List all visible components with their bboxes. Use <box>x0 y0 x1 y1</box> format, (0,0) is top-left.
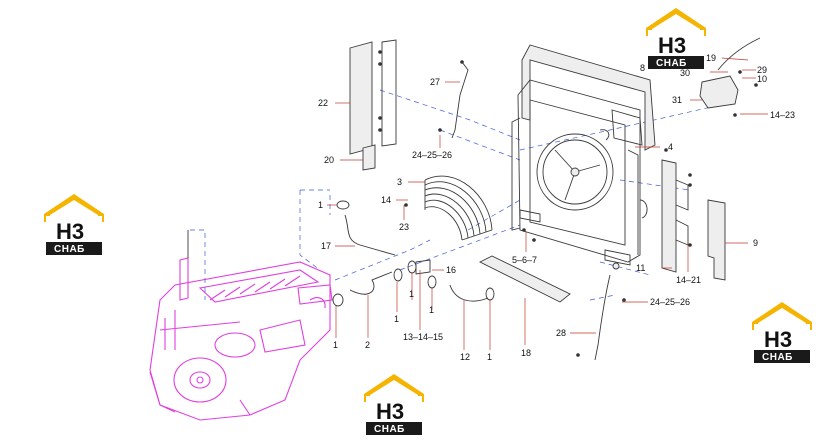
hose-2-shadow <box>349 271 393 295</box>
callout-23: 23 <box>399 222 409 232</box>
seal-strip-18 <box>478 255 571 303</box>
callout-3: 3 <box>397 177 402 187</box>
hose-clamps <box>332 200 495 307</box>
callout-8: 8 <box>640 63 645 73</box>
svg-text:CHAБ: CHAБ <box>762 352 793 363</box>
callout-1-f: 1 <box>487 352 492 362</box>
logo-bottom-center: H3 CHAБ <box>364 374 424 435</box>
logo-right: H3 CHAБ <box>752 302 812 363</box>
side-panel-9 <box>707 199 726 281</box>
callout-9: 9 <box>753 238 758 248</box>
expansion-tank-31 <box>699 75 739 109</box>
bracket-20 <box>362 144 376 171</box>
hose-12 <box>449 284 489 302</box>
svg-text:CHAБ: CHAБ <box>374 424 405 435</box>
hose-17-shadow <box>344 214 396 256</box>
callout-13-14-15: 13–14–15 <box>403 332 443 342</box>
svg-text:H3: H3 <box>376 399 404 424</box>
overflow-hose-19 <box>717 37 761 71</box>
callout-16: 16 <box>446 265 456 275</box>
callout-11: 11 <box>636 263 645 273</box>
hose-17 <box>344 214 396 256</box>
callout-24-25-26-bot: 24–25–26 <box>650 297 690 307</box>
callout-27: 27 <box>430 77 440 87</box>
callout-10: 10 <box>757 74 767 84</box>
svg-text:H3: H3 <box>658 33 686 58</box>
callout-14-21: 14–21 <box>676 275 701 285</box>
svg-text:H3: H3 <box>764 327 792 352</box>
callout-22: 22 <box>318 98 328 108</box>
callout-12: 12 <box>460 352 470 362</box>
shroud-panel-22 <box>349 41 373 155</box>
callout-labels: 8 19 29 10 30 31 14–23 22 27 24–25–26 20… <box>318 53 795 362</box>
bracket-tab-2 <box>675 219 689 246</box>
callout-5-6-7: 5–6–7 <box>512 255 537 265</box>
hose-2 <box>349 271 393 295</box>
callout-1-d: 1 <box>394 314 399 324</box>
callout-19: 19 <box>706 53 716 63</box>
callout-1-a: 1 <box>318 200 323 210</box>
callout-31: 31 <box>672 95 682 105</box>
callout-1-c: 1 <box>429 305 434 315</box>
logo-top-right: H3 CHAБ <box>646 8 706 69</box>
callout-2: 2 <box>365 340 370 350</box>
svg-text:CHAБ: CHAБ <box>656 58 687 69</box>
radiator-assembly <box>511 44 656 270</box>
callout-29: 29 <box>757 65 767 75</box>
fan-guard-3 <box>424 175 493 241</box>
fasteners <box>378 50 758 357</box>
hose-28 <box>594 274 611 361</box>
side-bracket-11 <box>661 159 677 273</box>
callout-18: 18 <box>521 348 531 358</box>
pipe-27 <box>451 61 469 139</box>
callout-1-e: 1 <box>333 340 338 350</box>
leader-lines <box>327 57 768 350</box>
callout-1-b: 1 <box>409 289 414 299</box>
callout-4: 4 <box>668 142 673 152</box>
callout-30: 30 <box>680 68 690 78</box>
svg-text:H3: H3 <box>56 219 84 244</box>
callout-28: 28 <box>556 328 566 338</box>
shroud-strip <box>381 39 397 147</box>
engine-drawing <box>149 257 333 421</box>
callout-17: 17 <box>321 241 331 251</box>
callout-24-25-26-top: 24–25–26 <box>412 150 452 160</box>
callout-14-23-top: 14–23 <box>770 110 795 120</box>
bracket-tab <box>675 179 689 211</box>
hose-12-shadow <box>449 284 489 302</box>
callout-20: 20 <box>324 155 334 165</box>
callout-14-mid: 14 <box>381 195 391 205</box>
logo-left: H3 CHAБ <box>44 194 104 255</box>
svg-text:CHAБ: CHAБ <box>54 244 85 255</box>
